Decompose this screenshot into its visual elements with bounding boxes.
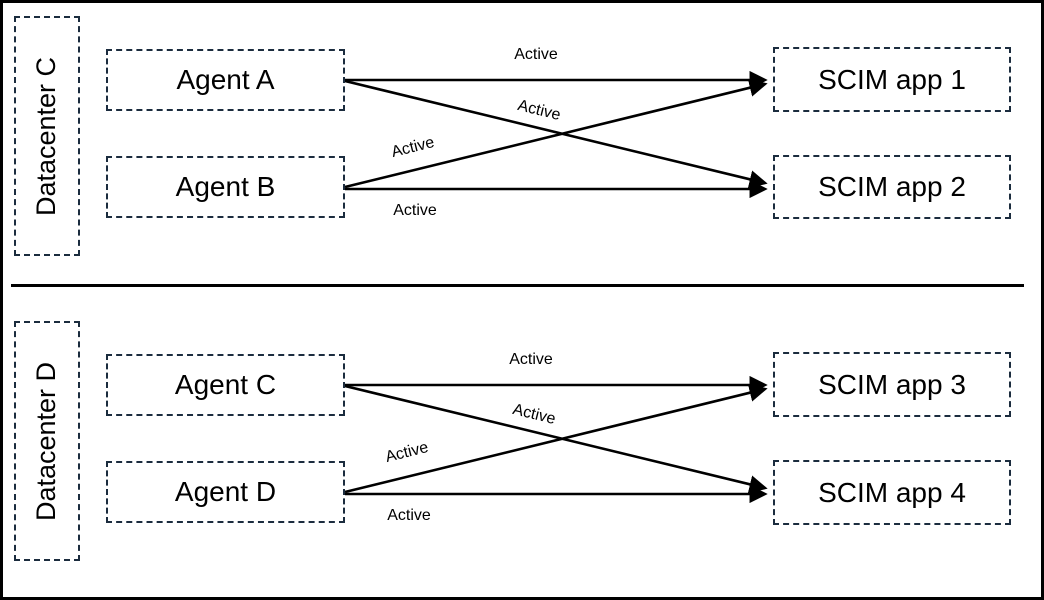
scim-app-2-label: SCIM app 2 (818, 171, 966, 202)
agent-d-label: Agent D (174, 476, 277, 507)
agent-c-box: Agent C (106, 354, 345, 416)
connection-label-c3: Active (509, 351, 553, 368)
connection-label-d3: Active (383, 438, 431, 467)
connection-label-a1: Active (514, 46, 558, 63)
connection-label-b1: Active (389, 133, 437, 162)
scim-app-4-box: SCIM app 4 (773, 460, 1011, 525)
datacenter-d-box: Datacenter D (14, 321, 80, 561)
connection-label-a2: Active (515, 96, 563, 125)
scim-app-2-box: SCIM app 2 (773, 155, 1011, 219)
arrow-agent-d-to-scim-app-3 (344, 383, 768, 494)
agent-a-box: Agent A (106, 49, 345, 111)
scim-app-1-box: SCIM app 1 (773, 47, 1011, 112)
datacenter-c-label: Datacenter C (31, 56, 62, 216)
agent-a-label: Agent A (176, 64, 275, 95)
agent-d-box: Agent D (106, 461, 345, 523)
section-divider (11, 284, 1024, 287)
agent-b-box: Agent B (106, 156, 345, 218)
connection-label-b2: Active (393, 202, 437, 219)
arrow-agent-c-to-scim-app-4 (344, 384, 768, 494)
datacenter-c-box: Datacenter C (14, 16, 80, 256)
connection-label-d4: Active (387, 507, 431, 524)
datacenter-d-label: Datacenter D (31, 361, 62, 521)
agent-c-label: Agent C (174, 369, 277, 400)
arrow-agent-b-to-scim-app-1 (344, 78, 768, 189)
arrow-agent-a-to-scim-app-2 (344, 79, 768, 189)
scim-app-1-label: SCIM app 1 (818, 63, 966, 95)
agent-b-label: Agent B (175, 171, 276, 202)
scim-app-3-box: SCIM app 3 (773, 352, 1011, 417)
scim-app-3-label: SCIM app 3 (818, 368, 966, 400)
scim-app-4-label: SCIM app 4 (818, 476, 966, 508)
connection-label-c4: Active (510, 400, 558, 429)
